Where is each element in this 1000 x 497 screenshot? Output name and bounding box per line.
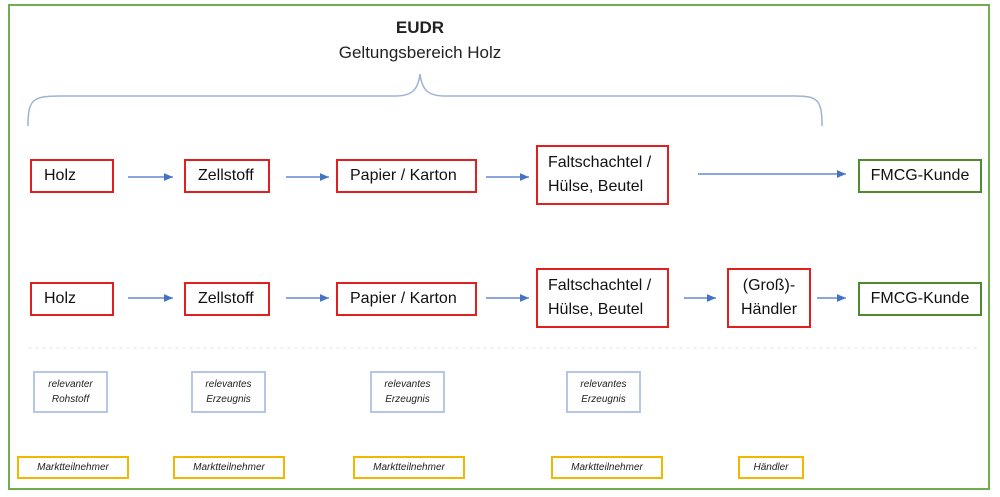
r2-zellstoff-box: Zellstoff [184,282,270,316]
diagram-title: EUDR [395,18,445,37]
r1-holz-box: Holz [30,159,114,193]
classification-erzeugnis-papier-box: relevantes Erzeugnis [370,371,445,413]
r2-haendler-line2: Händler [740,301,798,318]
r2-faltschachtel-line1: Faltschachtel / [548,277,652,294]
r1-zellstoff-box: Zellstoff [184,159,270,193]
classification-rohstoff-line1: relevanter [48,379,93,390]
r2-holz-box: Holz [30,282,114,316]
scope-brace [27,73,823,127]
classification-erzeugnis-2-line2: Erzeugnis [385,394,430,405]
r1-papier-karton-box: Papier / Karton [336,159,477,193]
r1-faltschachtel-line2: Hülse, Beutel [548,178,644,195]
role-marktteilnehmer-3: Marktteilnehmer [353,456,465,479]
role-haendler: Händler [738,456,804,479]
classification-erzeugnis-2-line1: relevantes [384,379,431,390]
r2-fmcg-kunde-box: FMCG-Kunde [858,282,982,316]
classification-erzeugnis-3-line2: Erzeugnis [581,394,626,405]
diagram-subtitle: Geltungsbereich Holz [338,43,502,62]
r2-haendler-line1: (Groß)- [742,277,796,294]
classification-erzeugnis-1-line2: Erzeugnis [206,394,251,405]
classification-erzeugnis-zellstoff-box: relevantes Erzeugnis [191,371,266,413]
classification-rohstoff-box: relevanter Rohstoff [33,371,108,413]
classification-erzeugnis-3-line1: relevantes [580,379,627,390]
r2-faltschachtel-box: Faltschachtel / Hülse, Beutel [536,268,669,328]
role-marktteilnehmer-1: Marktteilnehmer [17,456,129,479]
r1-fmcg-kunde-box: FMCG-Kunde [858,159,982,193]
r2-faltschachtel-line2: Hülse, Beutel [548,301,644,318]
role-marktteilnehmer-2: Marktteilnehmer [173,456,285,479]
classification-erzeugnis-faltschachtel-box: relevantes Erzeugnis [566,371,641,413]
r2-papier-karton-box: Papier / Karton [336,282,477,316]
classification-erzeugnis-1-line1: relevantes [205,379,252,390]
r1-faltschachtel-box: Faltschachtel / Hülse, Beutel [536,145,669,205]
role-marktteilnehmer-4: Marktteilnehmer [551,456,663,479]
classification-rohstoff-line2: Rohstoff [51,394,90,405]
r2-haendler-box: (Groß)- Händler [727,268,811,328]
r1-faltschachtel-line1: Faltschachtel / [548,154,652,171]
diagram-frame [8,4,990,490]
